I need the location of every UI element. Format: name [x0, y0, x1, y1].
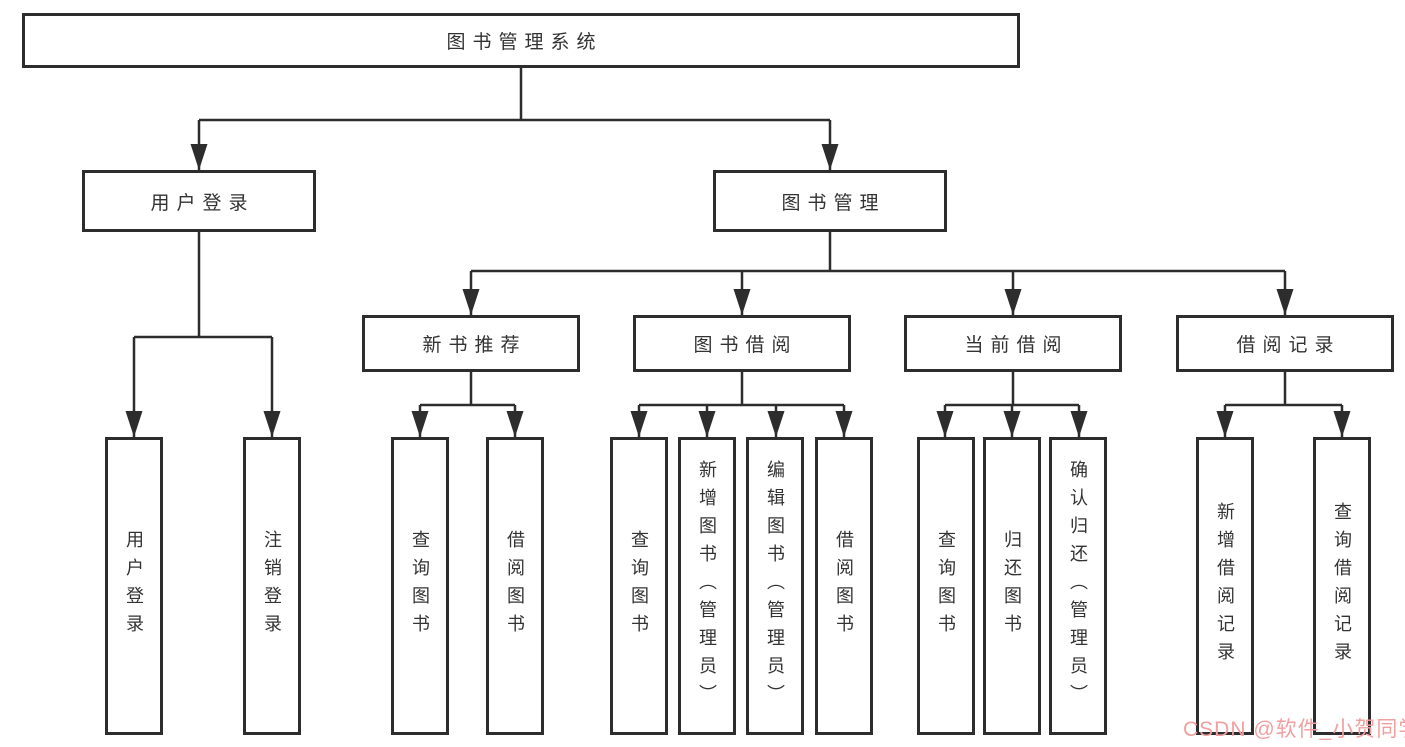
leaf-confirm-return-admin: 确认归还（管理员） [1049, 437, 1107, 735]
node-current-borrowing: 当前借阅 [904, 315, 1122, 372]
node-label: 注销登录 [262, 530, 282, 642]
leaf-edit-book-admin: 编辑图书（管理员） [746, 437, 804, 735]
node-borrowing-records: 借阅记录 [1176, 315, 1394, 372]
csdn-watermark: CSDN @软件_小贺同学 [1183, 718, 1405, 741]
node-book-borrowing: 图书借阅 [633, 315, 851, 372]
node-new-book-recommendation: 新书推荐 [362, 315, 580, 372]
node-label: 图书管理系统 [446, 32, 603, 53]
node-label: 归还图书 [1002, 530, 1022, 642]
node-label: 确认归还（管理员） [1068, 460, 1088, 712]
node-user-login: 用户登录 [82, 170, 316, 232]
node-label: 新增借阅记录 [1215, 502, 1235, 670]
leaf-query-borrow-record: 查询借阅记录 [1313, 437, 1371, 735]
node-label: 查询图书 [936, 530, 956, 642]
node-label: 新书推荐 [422, 335, 527, 356]
leaf-borrow-books-recommend: 借阅图书 [486, 437, 544, 735]
node-label: 借阅图书 [505, 530, 525, 642]
node-label: 图书借阅 [693, 335, 798, 356]
node-label: 新增图书（管理员） [697, 460, 717, 712]
leaf-return-books: 归还图书 [983, 437, 1041, 735]
leaf-query-books-current: 查询图书 [917, 437, 975, 735]
leaf-borrow-books: 借阅图书 [815, 437, 873, 735]
node-label: 查询图书 [629, 530, 649, 642]
leaf-add-book-admin: 新增图书（管理员） [678, 437, 736, 735]
leaf-add-borrow-record: 新增借阅记录 [1196, 437, 1254, 735]
leaf-user-login: 用户登录 [105, 437, 163, 735]
node-label: 用户登录 [150, 192, 255, 214]
leaf-query-books-borrow: 查询图书 [610, 437, 668, 735]
node-library-management-system: 图书管理系统 [22, 13, 1020, 68]
node-label: 查询图书 [410, 530, 430, 642]
leaf-query-books-recommend: 查询图书 [391, 437, 449, 735]
node-label: 当前借阅 [964, 335, 1069, 356]
node-label: 用户登录 [124, 530, 144, 642]
node-label: 借阅图书 [834, 530, 854, 642]
node-label: 编辑图书（管理员） [765, 460, 785, 712]
node-label: 借阅记录 [1236, 335, 1341, 356]
node-label: 图书管理 [781, 192, 886, 214]
node-book-management: 图书管理 [713, 170, 947, 232]
node-label: 查询借阅记录 [1332, 502, 1352, 670]
leaf-logout: 注销登录 [243, 437, 301, 735]
